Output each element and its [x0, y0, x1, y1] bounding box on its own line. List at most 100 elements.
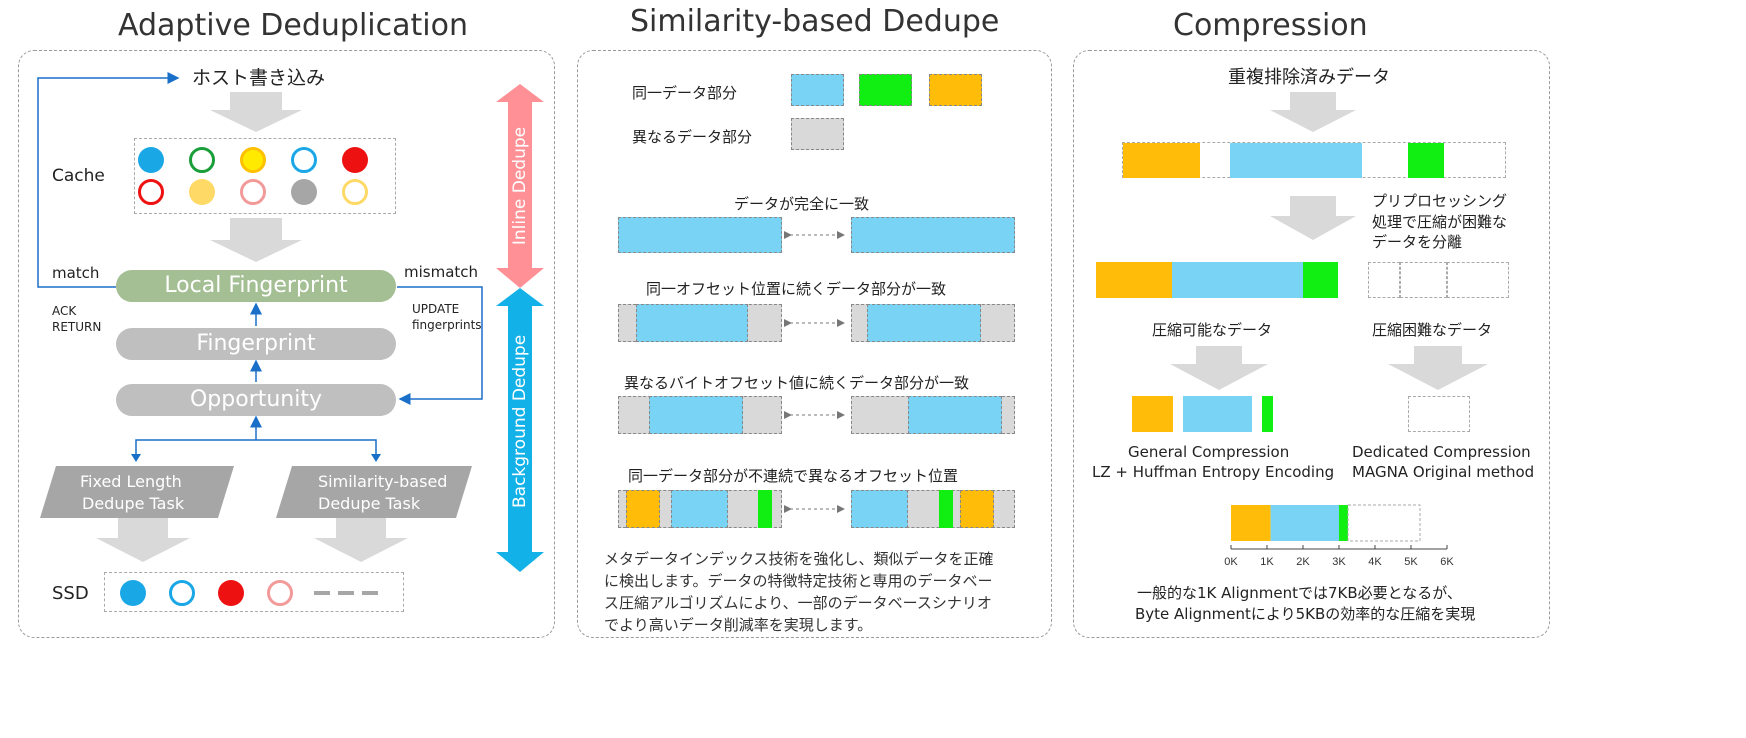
cache-block-outline-blue: [291, 147, 317, 173]
hard-data-block-1: [1368, 262, 1400, 298]
case2-right-segment: [867, 304, 981, 342]
legend-diff-grey: [791, 118, 844, 150]
cache-block-filled-blue: [138, 147, 164, 173]
hard-data-block-2: [1400, 262, 1447, 298]
fingerprints-label: fingerprints: [412, 318, 482, 332]
ssd-label: SSD: [52, 583, 89, 604]
fixed-task-line1: Fixed Length: [80, 472, 182, 491]
case3-left-segment: [649, 396, 743, 434]
cache-label: Cache: [52, 166, 105, 186]
middle-desc-line3: ス圧縮アルゴリズムにより、一部のデータベースシナリオ: [604, 594, 992, 612]
compressed-orange: [1132, 396, 1173, 432]
alignment-bar-segment-blue: [1270, 505, 1339, 541]
alignment-note-line1: 一般的な1K Alignmentでは7KB必要となるが、: [1137, 584, 1462, 602]
alignment-axis-tick-label: 6K: [1440, 556, 1454, 568]
alignment-axis-tick-label: 0K: [1224, 556, 1238, 568]
preprocess-line3: データを分離: [1372, 233, 1463, 251]
cache-box: [134, 138, 396, 214]
cache-block-outline-red: [138, 179, 164, 205]
cache-block-outline-pink: [240, 179, 266, 205]
alignment-bar-segment-orange: [1231, 505, 1271, 541]
title-adaptive-dedup: Adaptive Deduplication: [118, 8, 468, 43]
general-compression-line2: LZ + Huffman Entropy Encoding: [1092, 463, 1335, 481]
middle-desc-line1: メタデータインデックス技術を強化し、類似データを正確: [604, 550, 994, 568]
fixed-task-line2: Dedupe Task: [82, 494, 185, 513]
compressed-blue: [1183, 396, 1252, 432]
ack-label: ACK: [52, 304, 77, 318]
deduped-orange: [1123, 143, 1200, 178]
alignment-note-line2: Byte Alignmentにより5KBの効率的な圧縮を実現: [1135, 605, 1476, 623]
case4-right-blue: [851, 490, 908, 528]
separated-blue: [1172, 262, 1303, 298]
update-label: UPDATE: [412, 302, 460, 316]
case4-left-green: [758, 490, 772, 528]
ssd-block-filled-blue: [120, 580, 146, 606]
alignment-bar-segment-green: [1339, 505, 1348, 541]
mismatch-label: mismatch: [404, 263, 479, 281]
alignment-bar-segment-empty: [1347, 504, 1421, 542]
hard-data-block-3: [1447, 262, 1509, 298]
ssd-block-outline-pink: [267, 580, 293, 606]
opportunity-pill: Opportunity: [116, 384, 396, 416]
alignment-axis-tick-label: 2K: [1296, 556, 1310, 568]
cache-block-filled-red: [342, 147, 368, 173]
deduped-data-label: 重複排除済みデータ: [1228, 67, 1390, 88]
ssd-more-dashes: [314, 591, 384, 595]
legend-same-label: 同一データ部分: [632, 84, 738, 102]
legend-same-green: [859, 74, 912, 106]
alignment-axis-tick-label: 4K: [1368, 556, 1382, 568]
preprocess-line2: 処理で圧縮が困難な: [1372, 213, 1508, 231]
case4-right-green: [939, 490, 953, 528]
case2-label: 同一オフセット位置に続くデータ部分が一致: [646, 280, 947, 298]
sim-task-line2: Dedupe Task: [318, 494, 421, 513]
case4-left-orange: [626, 490, 660, 528]
sim-task-line1: Similarity-based: [318, 472, 448, 491]
cache-block-outline-green: [189, 147, 215, 173]
dedicated-compressed-block: [1408, 396, 1470, 432]
dedicated-compression-line2: MAGNA Original method: [1352, 463, 1535, 481]
case1-label: データが完全に一致: [734, 195, 870, 213]
ssd-block-filled-red: [218, 580, 244, 606]
compressed-green: [1262, 396, 1273, 432]
separated-orange: [1096, 262, 1172, 298]
dedicated-compression-line1: Dedicated Compression: [1352, 443, 1531, 461]
cache-block-filled-gray: [291, 179, 317, 205]
fingerprint-pill: Fingerprint: [116, 328, 396, 360]
case4-right-orange: [960, 490, 994, 528]
case2-left-segment: [636, 304, 748, 342]
cache-block-filled-lightyellow: [189, 179, 215, 205]
legend-diff-label: 異なるデータ部分: [632, 128, 753, 146]
legend-same-orange: [929, 74, 982, 106]
hard-label: 圧縮困難なデータ: [1372, 321, 1493, 339]
cache-block-outline-lightyellow: [342, 179, 368, 205]
general-compression-line1: General Compression: [1128, 443, 1290, 461]
separated-green: [1303, 262, 1338, 298]
panel-adaptive-dedup: [18, 50, 555, 638]
title-similarity-dedupe: Similarity-based Dedupe: [630, 4, 1000, 39]
case1-left-block: [618, 217, 782, 253]
preprocess-line1: プリプロセッシング: [1372, 192, 1508, 210]
alignment-axis-tick-label: 5K: [1404, 556, 1418, 568]
ssd-block-outline-blue: [169, 580, 195, 606]
alignment-axis-tick-label: 1K: [1260, 556, 1274, 568]
case4-label: 同一データ部分が不連続で異なるオフセット位置: [628, 467, 959, 485]
case1-right-block: [851, 217, 1015, 253]
panel-compression: [1073, 50, 1550, 638]
title-compression: Compression: [1173, 8, 1368, 43]
case3-label: 異なるバイトオフセット値に続くデータ部分が一致: [624, 374, 970, 392]
deduped-green: [1408, 143, 1444, 178]
deduped-blue: [1230, 143, 1362, 178]
legend-same-blue: [791, 74, 844, 106]
case3-right-segment: [908, 396, 1002, 434]
return-label: RETURN: [52, 320, 102, 334]
alignment-axis-tick-label: 3K: [1332, 556, 1346, 568]
case4-left-blue: [671, 490, 728, 528]
host-write-label: ホスト書き込み: [192, 67, 326, 89]
cache-block-filled-yellow: [240, 147, 266, 173]
local-fingerprint-pill: Local Fingerprint: [116, 270, 396, 302]
compressible-label: 圧縮可能なデータ: [1152, 321, 1273, 339]
middle-desc-line4: でより高いデータ削減率を実現します。: [604, 616, 873, 634]
